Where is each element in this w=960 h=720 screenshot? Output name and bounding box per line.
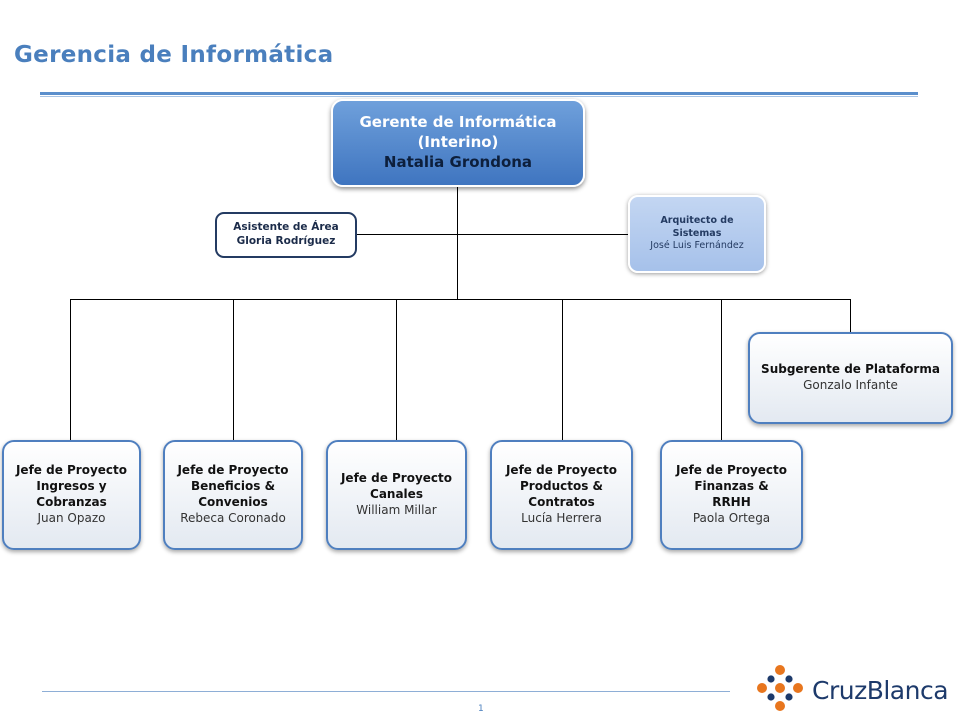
page-title: Gerencia de Informática <box>14 42 334 68</box>
jefe-role-line: Canales <box>370 487 423 502</box>
manager-node: Gerente de Informática (Interino) Natali… <box>331 99 585 187</box>
jefe-name: Rebeca Coronado <box>180 510 286 525</box>
jefe-name: Juan Opazo <box>37 510 106 525</box>
jefe-name: William Millar <box>356 502 437 517</box>
jefe-name: Lucía Herrera <box>521 510 602 525</box>
jefe-role-line: RRHH <box>712 495 751 509</box>
architect-name: José Luis Fernández <box>650 240 744 252</box>
architect-role-line2: Sistemas <box>672 227 722 239</box>
assistant-node: Asistente de Área Gloria Rodríguez <box>215 212 357 258</box>
jefe-node-beneficios: Jefe de Proyecto Beneficios & Convenios … <box>163 440 303 550</box>
jefe-role-line: Jefe de Proyecto <box>505 463 618 478</box>
connector-manager-vertical <box>457 187 458 299</box>
jefe-role-line: Contratos <box>528 495 595 509</box>
manager-title: Gerente de Informática <box>359 113 557 132</box>
assistant-role: Asistente de Área <box>233 221 339 234</box>
jefe-node-ingresos: Jefe de Proyecto Ingresos y Cobranzas Ju… <box>2 440 141 550</box>
jefe-role-line: Jefe de Proyecto <box>177 463 289 478</box>
connector-drop-2 <box>233 299 234 441</box>
cruzblanca-logo-icon <box>757 665 803 711</box>
jefe-role-line: Productos & <box>520 479 603 494</box>
title-divider-light <box>40 96 918 97</box>
architect-role-line1: Arquitecto de <box>660 215 734 227</box>
connector-drop-sub <box>850 299 851 333</box>
jefe-role-line: Jefe de Proyecto <box>675 463 788 478</box>
jefe-node-productos: Jefe de Proyecto Productos & Contratos L… <box>490 440 633 550</box>
jefe-node-canales: Jefe de Proyecto Canales William Millar <box>326 440 467 550</box>
connector-staff-horizontal <box>357 234 629 235</box>
connector-drop-5 <box>721 299 722 441</box>
subgerente-name: Gonzalo Infante <box>803 378 898 392</box>
subgerente-role: Subgerente de Plataforma <box>761 362 940 377</box>
cruzblanca-logo-text: CruzBlanca <box>812 676 949 705</box>
manager-name: Natalia Grondona <box>383 152 533 171</box>
title-divider <box>40 92 918 95</box>
jefe-role-line: Jefe de Proyecto <box>340 471 453 486</box>
page-number: 1 <box>478 704 484 714</box>
connector-drop-1 <box>70 299 71 441</box>
manager-subtitle: (Interino) <box>417 133 499 152</box>
jefe-role-line: Finanzas & <box>694 479 769 494</box>
connector-reports-horizontal <box>70 299 851 300</box>
architect-node: Arquitecto de Sistemas José Luis Fernánd… <box>628 195 766 273</box>
assistant-name: Gloria Rodríguez <box>236 235 336 247</box>
jefe-role-line: Cobranzas <box>36 495 107 509</box>
connector-drop-3 <box>396 299 397 441</box>
jefe-node-finanzas: Jefe de Proyecto Finanzas & RRHH Paola O… <box>660 440 803 550</box>
jefe-role-line: Beneficios & <box>190 479 276 494</box>
subgerente-node: Subgerente de Plataforma Gonzalo Infante <box>748 332 953 424</box>
jefe-role-line: Ingresos y <box>36 479 107 494</box>
jefe-role-line: Jefe de Proyecto <box>15 463 128 478</box>
jefe-role-line: Convenios <box>198 495 268 509</box>
jefe-name: Paola Ortega <box>692 510 771 525</box>
connector-drop-4 <box>562 299 563 441</box>
footer-divider <box>42 691 730 692</box>
